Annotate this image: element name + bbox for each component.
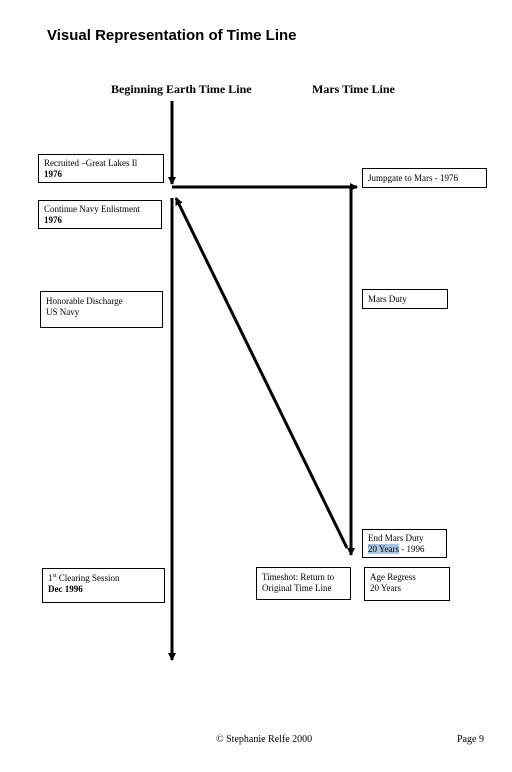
earth-timeline-heading: Beginning Earth Time Line — [111, 82, 252, 96]
mars-duty-box: Mars Duty — [362, 289, 448, 309]
honorable-discharge-box: Honorable Discharge US Navy — [40, 291, 163, 328]
timeshot-text: Timeshot: Return to — [262, 572, 335, 582]
timeshot-subtext: Original Time Line — [262, 583, 332, 593]
end-mars-duty-text: End Mars Duty — [368, 533, 424, 543]
highlighted-years: 20 Years — [368, 544, 400, 554]
clearing-session-text: 1st Clearing Session — [48, 573, 159, 584]
age-regress-text: Age Regress — [370, 572, 416, 582]
jumpgate-text: Jumpgate to Mars - 1976 — [368, 173, 458, 183]
clearing-label: Clearing Session — [56, 573, 120, 583]
age-regress-box: Age Regress 20 Years — [364, 567, 450, 601]
clearing-ordinal-suffix: st — [52, 573, 57, 579]
discharge-text: Honorable Discharge — [46, 296, 123, 306]
end-mars-duty-date: - 1996 — [399, 544, 425, 554]
continue-enlistment-box: Continue Navy Enlistment 1976 — [38, 200, 162, 229]
continue-enlistment-text: Continue Navy Enlistment — [44, 204, 140, 214]
page-number: Page 9 — [457, 734, 484, 745]
recruited-text: Recruited –Great Lakes Il — [44, 158, 138, 168]
end-mars-duty-box: End Mars Duty 20 Years - 1996 — [362, 529, 447, 558]
copyright-notice: © Stephanie Relfe 2000 — [216, 734, 313, 745]
page-title: Visual Representation of Time Line — [47, 27, 297, 44]
mars-timeline-heading: Mars Time Line — [312, 82, 395, 96]
age-regress-years: 20 Years — [370, 583, 402, 593]
recruited-box: Recruited –Great Lakes Il 1976 — [38, 154, 164, 183]
mars-duty-text: Mars Duty — [368, 294, 407, 304]
clearing-session-date: Dec 1996 — [48, 584, 83, 594]
end-mars-duty-years: 20 Years - 1996 — [368, 544, 441, 555]
recruited-year: 1976 — [44, 169, 62, 179]
return-diagonal-arrow — [174, 197, 349, 549]
clearing-ordinal: 1 — [48, 573, 53, 583]
clearing-session-box: 1st Clearing Session Dec 1996 — [42, 568, 165, 603]
discharge-branch: US Navy — [46, 307, 80, 317]
continue-enlistment-year: 1976 — [44, 215, 62, 225]
jumpgate-box: Jumpgate to Mars - 1976 — [362, 168, 487, 188]
timeshot-box: Timeshot: Return to Original Time Line — [256, 567, 351, 600]
